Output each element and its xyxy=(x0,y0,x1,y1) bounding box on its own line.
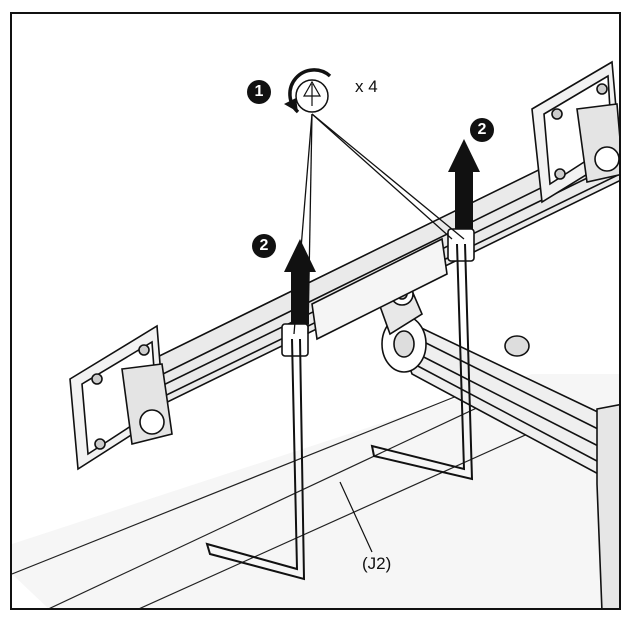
hex-key-left xyxy=(205,338,306,581)
up-arrow-icon xyxy=(284,239,316,324)
rotate-counterclockwise-icon xyxy=(284,68,332,114)
desk xyxy=(12,374,619,608)
step-2-badge-right: 2 xyxy=(470,118,494,142)
step-2-badge-left: 2 xyxy=(252,234,276,258)
hex-key-right xyxy=(370,243,474,481)
assembly-illustration xyxy=(12,60,619,608)
step-1-badge: 1 xyxy=(247,80,271,104)
instruction-panel: 1 x 4 2 2 (J2) xyxy=(10,12,621,610)
right-vesa-plate xyxy=(531,60,619,204)
part-leader-line xyxy=(339,481,373,553)
screw-icon xyxy=(295,79,329,113)
left-vesa-plate xyxy=(69,324,173,471)
up-arrow-icon xyxy=(448,139,480,229)
quantity-label: x 4 xyxy=(355,77,378,96)
part-label: (J2) xyxy=(362,554,392,573)
